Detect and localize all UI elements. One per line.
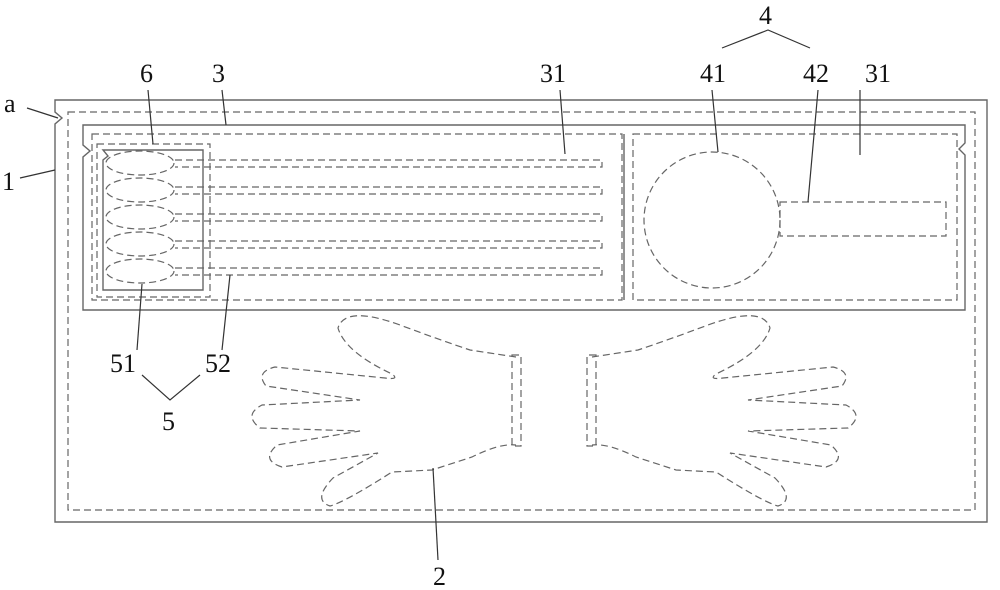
label-31-left: 31: [540, 59, 566, 88]
label-52: 52: [205, 349, 231, 378]
label-42: 42: [803, 59, 829, 88]
label-31-right: 31: [865, 59, 891, 88]
left-compartment: [91, 133, 623, 301]
right-glove: [586, 315, 857, 507]
round-part-41: [643, 151, 781, 289]
label-4: 4: [759, 1, 772, 30]
label-2: 2: [433, 562, 446, 590]
swab-head: [105, 177, 175, 203]
swab-head: [105, 204, 175, 230]
swab-stick: [175, 213, 603, 222]
swab-stick: [175, 186, 603, 195]
swab-stick: [175, 267, 603, 276]
outer-seal-line: [67, 111, 976, 511]
label-a: a: [4, 89, 16, 118]
right-compartment: [632, 133, 958, 301]
label-41: 41: [700, 59, 726, 88]
swabs: [105, 150, 603, 284]
swab-head: [105, 258, 175, 284]
handle-part-42: [779, 201, 947, 237]
label-51: 51: [110, 349, 136, 378]
tray: [82, 124, 966, 311]
left-glove: [251, 315, 522, 507]
label-1: 1: [2, 167, 15, 196]
swab-stick: [175, 159, 603, 168]
swab-head: [105, 231, 175, 257]
swab-stick: [175, 240, 603, 249]
outer-package: [54, 99, 988, 523]
label-6: 6: [140, 59, 153, 88]
swab-head: [105, 150, 175, 176]
swab-box-inner: [101, 149, 204, 291]
label-3: 3: [212, 59, 225, 88]
label-5: 5: [162, 407, 175, 436]
leader-lines: [19, 29, 861, 561]
